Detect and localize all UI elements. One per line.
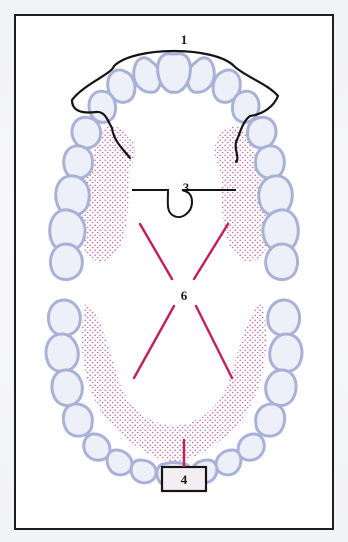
upper-arch xyxy=(50,51,299,280)
label-palatal-expander: 3 xyxy=(183,180,190,195)
dental-arch-diagram: 1 3 6 4 xyxy=(14,14,334,530)
elastic-upper-left xyxy=(140,224,172,279)
label-arch-wire: 1 xyxy=(181,32,188,47)
lower-arch xyxy=(46,300,302,491)
label-cross-elastics: 6 xyxy=(181,288,188,303)
elastic-upper-right xyxy=(194,224,228,279)
label-lower-block: 4 xyxy=(181,472,188,487)
elastic-lower-left xyxy=(134,306,174,378)
elastic-lower-right xyxy=(196,306,232,378)
upper-anterior-teeth xyxy=(89,54,259,123)
lower-lingual-stipple xyxy=(82,302,266,462)
